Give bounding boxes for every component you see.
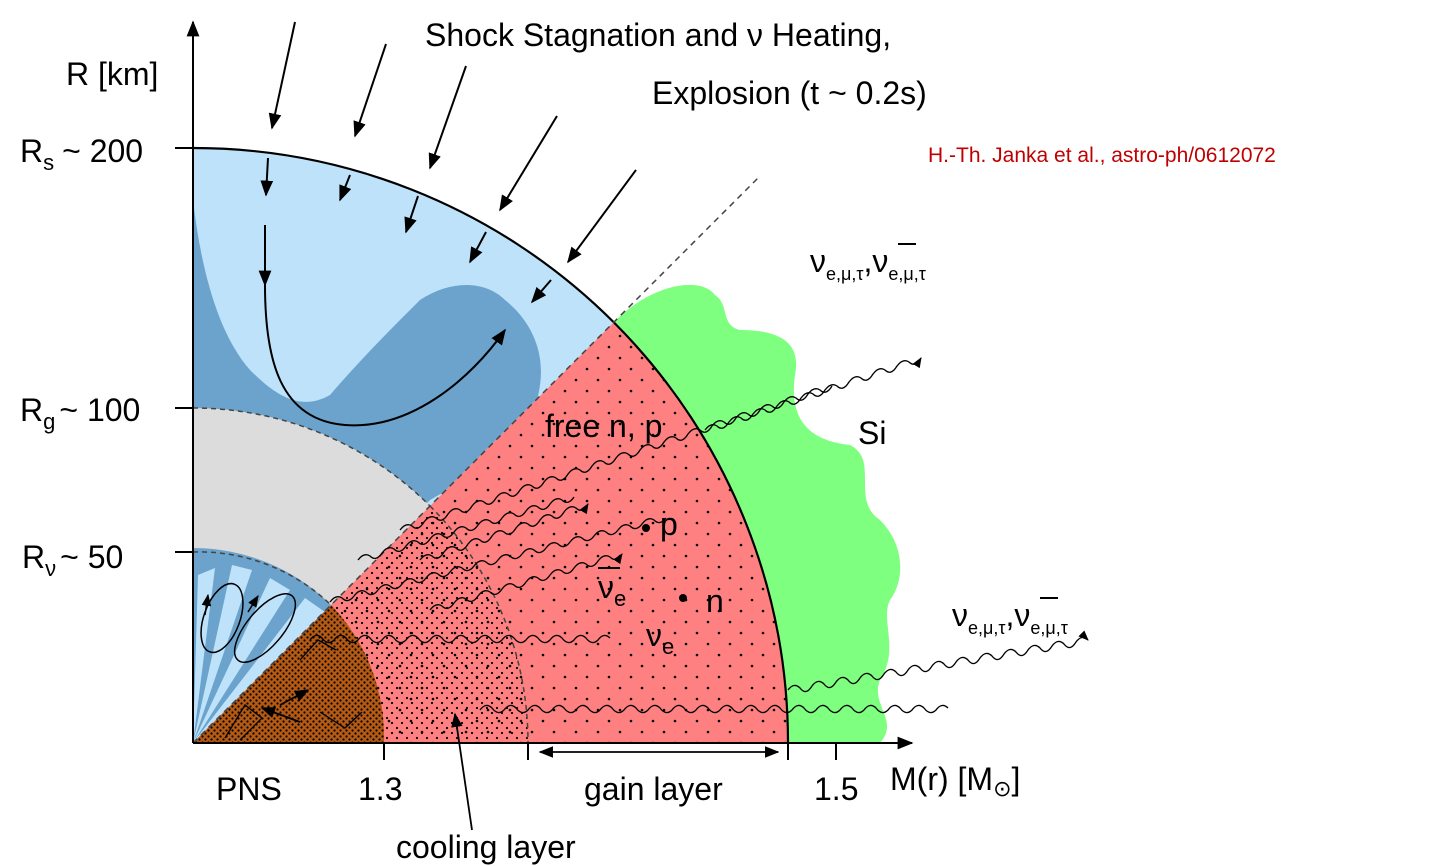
svg-text:νe,μ,τ,νe,μ,τ: νe,μ,τ,νe,μ,τ (810, 243, 926, 284)
pns-label: PNS (216, 771, 282, 807)
free-np-label: free n, p (545, 408, 662, 444)
lower-neutrino-flux-label: νe,μ,τ,νe,μ,τ (952, 597, 1068, 638)
title-line2: Explosion (t ~ 0.2s) (652, 75, 927, 111)
rnu-label: Rν~ 50 (22, 539, 123, 581)
silicon-region (614, 284, 901, 743)
x-axis-label: M(r) [M⊙] (890, 761, 1020, 801)
antineutrino-e-label: νe (598, 567, 626, 611)
upper-neutrino-flux-label: νe,μ,τ,νe,μ,τ (810, 243, 926, 284)
mass-tick-1-5: 1.5 (814, 771, 858, 807)
infall-arrows (258, 21, 637, 427)
gain-layer-label: gain layer (584, 771, 723, 807)
proton-label: p (660, 506, 678, 542)
svg-text:νe,μ,τ,νe,μ,τ: νe,μ,τ,νe,μ,τ (952, 597, 1068, 638)
cooling-layer-label: cooling layer (396, 829, 576, 865)
neutron-label: n (706, 583, 724, 619)
mass-tick-1-3: 1.3 (358, 771, 402, 807)
rg-label: Rg~ 100 (20, 392, 140, 434)
y-axis-label: R [km] (66, 56, 158, 92)
gray-shell (193, 407, 430, 605)
neutrino-paths (309, 357, 1089, 714)
si-label: Si (858, 415, 886, 451)
credit-citation: H.-Th. Janka et al., astro-ph/0612072 (928, 144, 1276, 167)
svg-text:νe: νe (598, 569, 626, 611)
title-line1: Shock Stagnation and ν Heating, (425, 17, 891, 53)
rs-label: Rs~ 200 (20, 133, 143, 175)
neutrino-e-label: νe (646, 617, 674, 659)
